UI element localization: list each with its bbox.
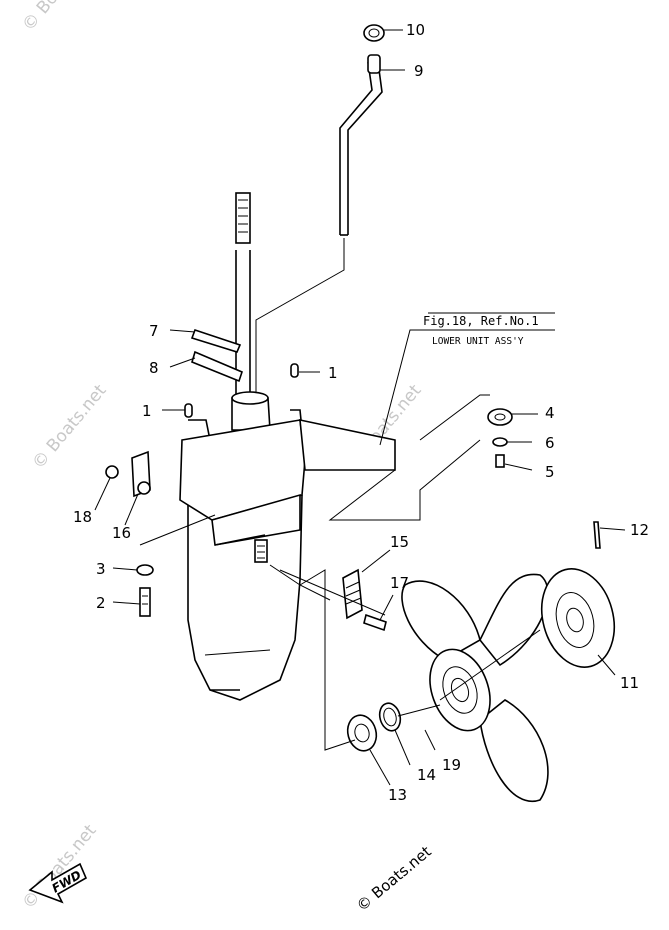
washer-14 [378,702,402,732]
callout-18: 18 [73,508,92,526]
trim-tab-15 [342,568,363,620]
callout-3: 3 [96,560,106,578]
callout-12: 12 [630,521,649,539]
callout-9: 9 [414,62,424,80]
callout-1-upper: 1 [328,364,338,382]
lower-unit-housing [179,391,396,701]
nut-13 [346,714,378,752]
callout-10: 10 [406,21,425,39]
plate-8 [191,350,243,383]
callout-2: 2 [96,594,106,612]
bolt-17 [363,613,387,632]
bracket-16 [131,450,151,498]
spacer-11 [541,568,615,668]
callout-1-lower: 1 [142,402,152,420]
callout-16: 16 [112,524,131,542]
washer-3 [136,564,154,576]
bolt-2 [139,587,151,617]
shift-rod [255,61,383,400]
callout-11: 11 [620,674,639,692]
washer-6 [492,437,508,447]
callout-14: 14 [417,766,436,784]
propeller-19 [401,573,549,803]
dowel-pin-right [290,363,299,378]
watermark-bottom-large: © Boats.net [353,842,435,915]
plate-7 [190,328,242,353]
shift-rod-cap [363,24,385,74]
cotter-pin-12 [593,521,601,549]
callout-13: 13 [388,786,407,804]
bolt-5 [495,454,505,468]
anode-4 [487,408,513,426]
reference-subtitle: LOWER UNIT ASS'Y [432,336,524,347]
nut-18 [105,465,119,479]
leader-lines [94,29,626,786]
watermark-top-left: © Boats.net [19,0,101,35]
callout-6: 6 [545,434,555,452]
callout-7: 7 [149,322,159,340]
callout-17: 17 [390,574,409,592]
callout-8: 8 [149,359,159,377]
callout-5: 5 [545,463,555,481]
callout-4: 4 [545,404,555,422]
drive-shaft [235,192,251,400]
callout-15: 15 [390,533,409,551]
watermark-left-mid: © Boats.net [29,381,111,474]
callout-19: 19 [442,756,461,774]
dowel-pin-left [184,403,193,418]
callout-numbers: 10 9 7 8 1 1 4 6 5 18 16 3 2 15 17 12 11… [73,21,649,804]
reference-title: Fig.18, Ref.No.1 [423,314,539,328]
